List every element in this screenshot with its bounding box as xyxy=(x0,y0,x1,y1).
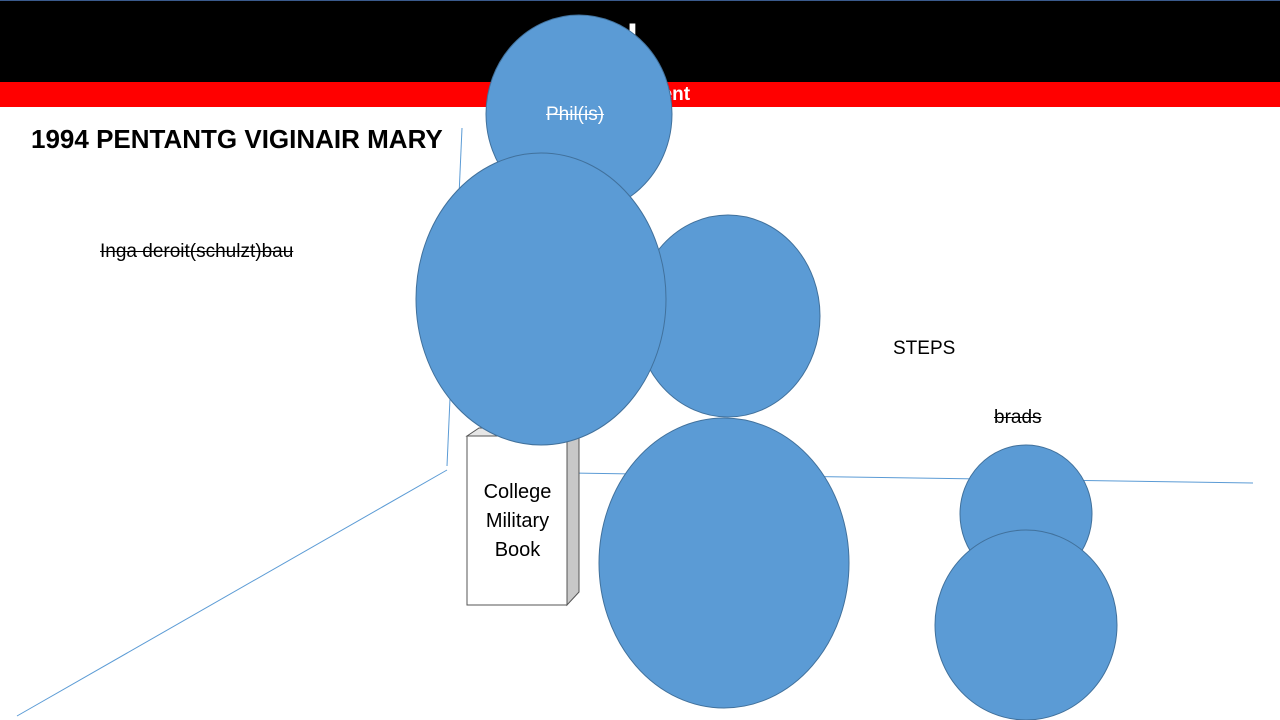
name-brads: brads xyxy=(994,407,1042,428)
name-phil: Phil(is) xyxy=(546,104,605,125)
book-label: College Military Book xyxy=(483,481,552,561)
book-front xyxy=(466,435,568,606)
book-side xyxy=(566,427,580,607)
circle-large-bottom xyxy=(598,417,850,709)
perspective-line-diagonal xyxy=(16,469,448,717)
slide-title: 1994 PENTANTG VIGINAIR MARY xyxy=(31,124,443,154)
steps-label: STEPS xyxy=(893,338,956,359)
name-inga: Inga deroit(schulzt)bau xyxy=(100,241,294,262)
circle-bottom-right xyxy=(934,529,1118,720)
circle-large-left xyxy=(415,152,667,446)
